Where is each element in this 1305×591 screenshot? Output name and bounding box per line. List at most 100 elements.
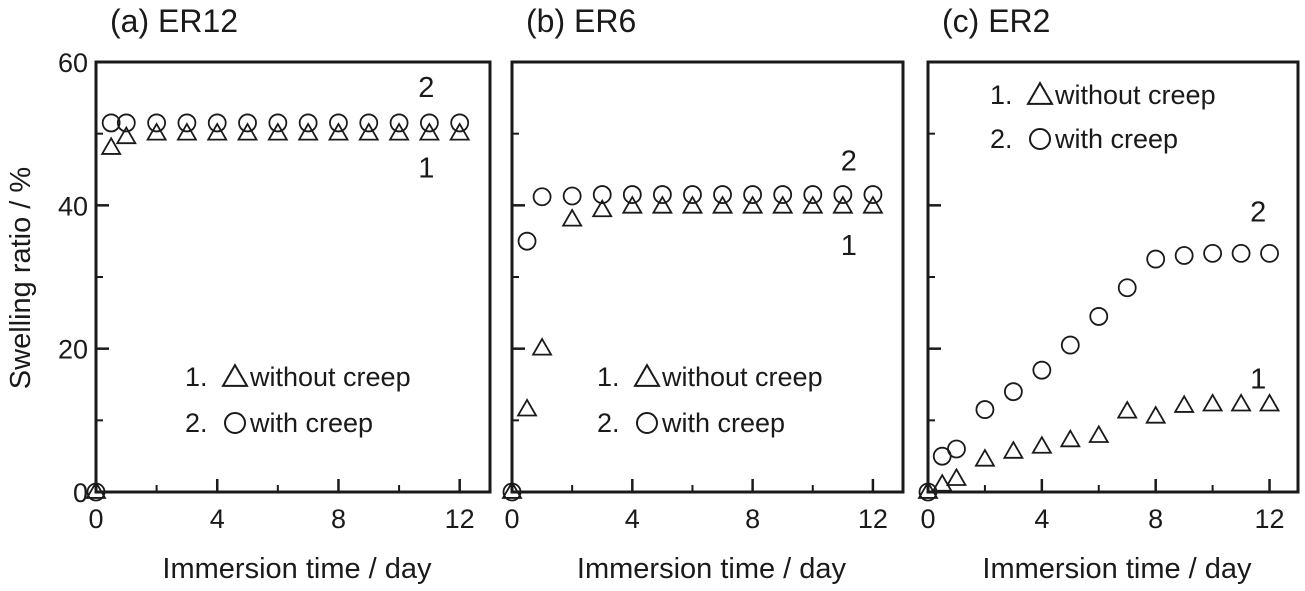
- legend-triangle-icon: [221, 363, 249, 387]
- data-point-triangle: [832, 195, 854, 214]
- data-point-circle: [517, 231, 537, 251]
- data-point-circle: [298, 113, 318, 133]
- legend-entry-prefix: 2.: [990, 124, 1013, 154]
- legend-entry-label: without creep: [661, 362, 823, 392]
- data-point-circle: [1089, 307, 1109, 326]
- data-point-circle: [238, 113, 257, 133]
- data-point-triangle: [1173, 394, 1195, 413]
- data-point-circle: [1203, 243, 1223, 263]
- data-point-circle: [1032, 360, 1052, 380]
- data-point-triangle: [100, 136, 122, 155]
- y-tick-label: 20: [58, 335, 88, 365]
- curve-label-without-creep: 1: [841, 230, 857, 262]
- data-point-triangle: [945, 467, 968, 486]
- x-tick-label: 8: [331, 504, 346, 534]
- legend-entry-label: without creep: [249, 362, 411, 392]
- data-point-triangle: [115, 125, 137, 145]
- data-point-triangle: [802, 195, 824, 214]
- x-tick-label: 0: [504, 504, 519, 534]
- data-point-triangle: [862, 195, 884, 214]
- data-point-circle: [268, 113, 288, 133]
- legend-entry-label: with creep: [249, 408, 373, 438]
- x-tick-label: 12: [1255, 504, 1285, 534]
- x-tick-label: 4: [625, 504, 640, 534]
- data-point-circle: [1231, 243, 1251, 263]
- data-point-triangle: [501, 480, 523, 499]
- data-point-circle: [389, 113, 409, 133]
- x-tick-label: 8: [1148, 504, 1163, 534]
- legend-entry-prefix: 1.: [597, 362, 620, 392]
- data-point-triangle: [1031, 435, 1053, 454]
- data-point-circle: [683, 185, 702, 204]
- data-point-triangle: [651, 195, 673, 214]
- curve-label-without-creep: 1: [418, 153, 434, 185]
- legend-entry-label: without creep: [1054, 80, 1216, 110]
- data-point-circle: [532, 187, 552, 207]
- x-tick-label: 12: [858, 504, 888, 534]
- data-point-triangle: [236, 122, 259, 141]
- x-axis-label: Immersion time / day: [982, 553, 1252, 585]
- data-point-circle: [1260, 243, 1279, 263]
- x-tick-label: 0: [88, 504, 103, 534]
- data-point-triangle: [297, 122, 319, 141]
- data-point-triangle: [516, 398, 538, 417]
- y-tick-label: 0: [73, 478, 88, 508]
- data-point-triangle: [176, 122, 198, 141]
- data-point-circle: [359, 113, 379, 133]
- legend-entry-prefix: 2.: [185, 408, 208, 438]
- data-point-circle: [1003, 382, 1023, 402]
- legend-entry-label: with creep: [661, 408, 785, 438]
- data-point-circle: [86, 482, 106, 502]
- data-point-triangle: [561, 208, 583, 227]
- x-tick-label: 4: [1034, 504, 1049, 534]
- data-point-triangle: [418, 122, 440, 141]
- curve-label-with-creep: 2: [418, 72, 434, 104]
- y-axis-label: Swelling ratio / %: [5, 167, 37, 389]
- data-point-circle: [562, 186, 582, 206]
- legend-circle-icon: [1029, 128, 1051, 150]
- data-point-triangle: [531, 337, 553, 356]
- data-point-triangle: [358, 122, 380, 141]
- data-point-triangle: [591, 198, 613, 218]
- data-point-circle: [147, 113, 167, 133]
- data-point-triangle: [1059, 428, 1081, 448]
- data-point-triangle: [917, 480, 939, 499]
- data-point-triangle: [1002, 440, 1024, 459]
- data-point-triangle: [388, 122, 410, 141]
- x-tick-label: 4: [210, 504, 225, 534]
- data-point-triangle: [267, 122, 289, 141]
- curve-label-with-creep: 2: [841, 146, 857, 178]
- curve-label-with-creep: 2: [1250, 196, 1266, 228]
- data-point-circle: [975, 400, 995, 419]
- data-point-triangle: [621, 195, 643, 214]
- data-point-circle: [743, 185, 763, 204]
- legend-entry-prefix: 2.: [597, 408, 620, 438]
- x-tick-label: 0: [920, 504, 935, 534]
- data-point-circle: [116, 113, 136, 133]
- y-tick-label: 40: [58, 191, 88, 221]
- legend-entry-prefix: 1.: [185, 362, 208, 392]
- data-point-circle: [1060, 335, 1080, 355]
- legend-triangle-icon: [1026, 81, 1054, 105]
- x-tick-label: 8: [745, 504, 760, 534]
- data-point-triangle: [931, 473, 953, 492]
- data-point-circle: [652, 185, 672, 204]
- legend-triangle-icon: [633, 363, 661, 387]
- data-point-circle: [450, 113, 470, 133]
- data-point-circle: [502, 482, 522, 502]
- data-point-circle: [833, 185, 853, 204]
- data-point-triangle: [1230, 393, 1252, 412]
- data-point-triangle: [449, 122, 471, 141]
- data-point-circle: [863, 185, 883, 204]
- data-point-circle: [101, 113, 121, 133]
- data-point-circle: [803, 185, 823, 204]
- data-point-circle: [947, 439, 966, 459]
- y-tick-label: 60: [58, 48, 88, 78]
- data-point-triangle: [772, 195, 794, 214]
- chart-title: (c) ER2: [942, 3, 1050, 39]
- data-point-triangle: [974, 448, 996, 467]
- data-point-circle: [773, 185, 793, 204]
